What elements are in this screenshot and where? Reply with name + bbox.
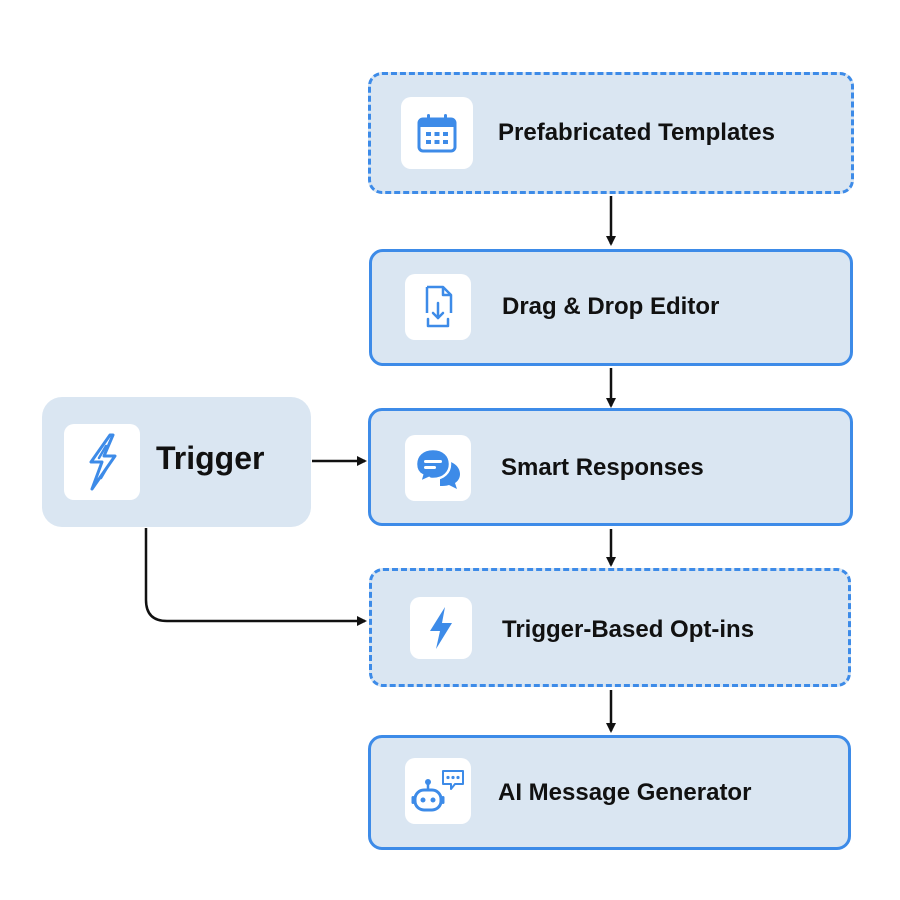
step-label: Trigger-Based Opt-ins xyxy=(502,616,755,643)
step-icon-tile xyxy=(401,97,473,169)
step-smart-responses: Smart Responses xyxy=(368,408,853,526)
bolt-icon xyxy=(430,607,452,649)
step-icon-tile xyxy=(405,758,471,824)
trigger-label: Trigger xyxy=(156,440,265,476)
trigger-node: Trigger xyxy=(42,397,311,527)
step-prefabricated-templates: Prefabricated Templates xyxy=(368,72,854,194)
step-label: AI Message Generator xyxy=(498,779,752,806)
step-drag-drop-editor: Drag & Drop Editor xyxy=(369,249,853,366)
step-trigger-based-opt-ins: Trigger-Based Opt-ins xyxy=(369,568,851,687)
file-download-icon xyxy=(425,285,453,328)
step-ai-message-generator: AI Message Generator xyxy=(368,735,851,850)
step-label: Smart Responses xyxy=(501,454,704,481)
trigger-icon-tile xyxy=(64,424,140,500)
lightning-icon xyxy=(89,433,117,491)
calendar-icon xyxy=(417,114,457,153)
step-label: Prefabricated Templates xyxy=(498,119,775,146)
chat-bubbles-icon xyxy=(414,447,460,489)
arrow-trigger-to-optins xyxy=(144,528,367,626)
robot-chat-icon xyxy=(411,770,464,812)
step-icon-tile xyxy=(410,597,472,659)
step-icon-tile xyxy=(405,274,471,340)
step-label: Drag & Drop Editor xyxy=(502,293,720,320)
step-icon-tile xyxy=(405,435,471,501)
